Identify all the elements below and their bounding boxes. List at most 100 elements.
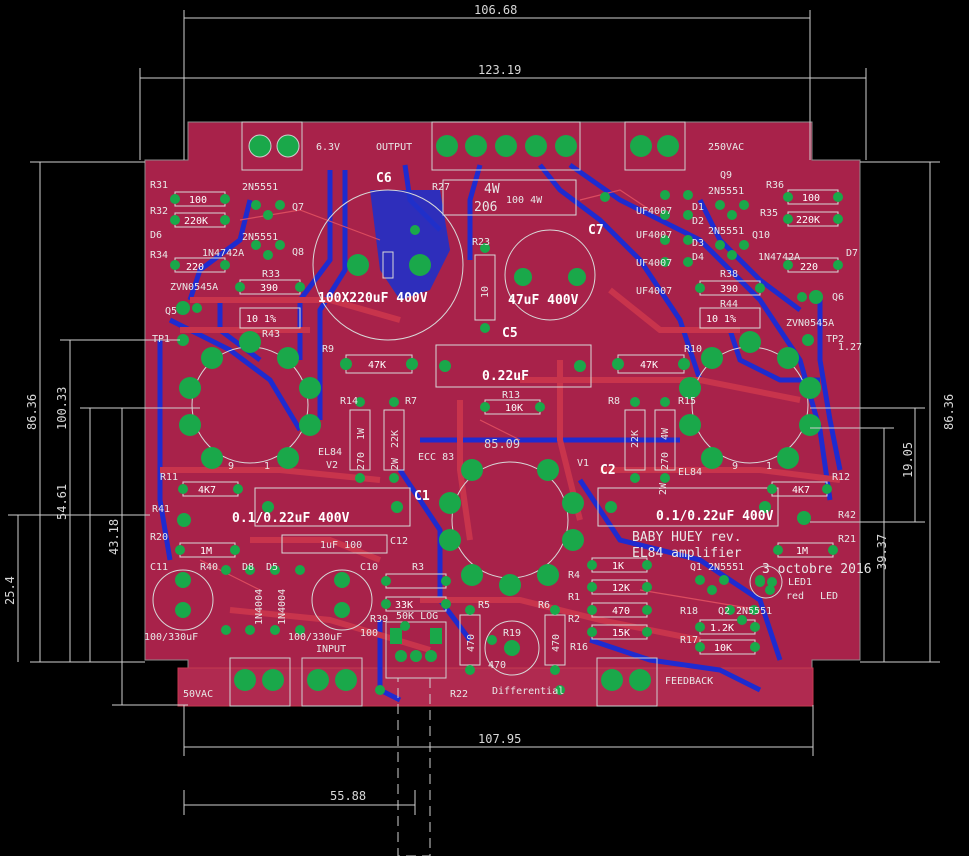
capacitor-c6[interactable] — [312, 189, 464, 341]
value-q6: ZVN0545A — [786, 318, 834, 329]
label-r18: R18 — [680, 606, 698, 617]
title-line1: BABY HUEY rev. — [632, 530, 742, 545]
value-r16: 15K — [612, 628, 630, 639]
label-r38: R38 — [720, 269, 738, 280]
value-r18: 1.2K — [710, 623, 734, 634]
value-q9: 2N5551 — [708, 186, 744, 197]
label-r7: R7 — [405, 396, 417, 407]
value-r6: 470 — [551, 634, 562, 652]
capacitor-c28[interactable] — [311, 569, 373, 631]
value-r1: 12K — [612, 583, 630, 594]
tube-socket-v2[interactable] — [179, 331, 321, 469]
label-r40: R40 — [200, 562, 218, 573]
label-c6: C6 — [376, 171, 392, 186]
label-r10: R10 — [684, 344, 702, 355]
label-c7: C7 — [588, 223, 604, 238]
connector-feedback[interactable] — [596, 657, 658, 707]
label-r33: R33 — [262, 269, 280, 280]
value-r27c: 100 4W — [506, 195, 543, 206]
label-r17: R17 — [680, 635, 698, 646]
title-date: 3 octobre 2016 — [762, 562, 872, 577]
label-input: INPUT — [316, 644, 346, 655]
label-r6: R6 — [538, 600, 550, 611]
trimpot-r19[interactable] — [484, 620, 540, 676]
dim-board-width: 123.19 — [478, 63, 521, 77]
value-r20: 1M — [200, 546, 212, 557]
label-r9: R9 — [322, 344, 334, 355]
label-r27: R27 — [432, 182, 450, 193]
value-r14b: 1W — [356, 427, 367, 440]
label-tp2: TP2 — [826, 334, 844, 345]
value-r19: 470 — [488, 660, 506, 671]
title-line2: EL84 amplifier — [632, 546, 742, 561]
label-r20: R20 — [150, 532, 168, 543]
value-r34: 220 — [186, 262, 204, 273]
bottom-strip — [177, 667, 814, 707]
label-r21: R21 — [838, 534, 856, 545]
value-c12: 1uF 100 — [320, 540, 362, 551]
connector-lv[interactable] — [229, 657, 291, 707]
value-q2: 2N5551 — [736, 606, 772, 617]
value-r7: 22K — [390, 430, 401, 448]
capacitor-c2[interactable] — [597, 487, 779, 527]
bottom-traces — [157, 162, 843, 703]
label-r23: R23 — [472, 237, 490, 248]
connector-hv[interactable] — [624, 121, 686, 171]
label-r22: R22 — [450, 689, 468, 700]
capacitor-c11[interactable] — [152, 569, 214, 631]
value-v1: EL84 — [678, 467, 702, 478]
value-r27b: 206 — [474, 200, 497, 215]
value-d8: 1N4004 — [254, 589, 265, 625]
label-r4: R4 — [568, 570, 580, 581]
potentiometer-volume[interactable] — [385, 621, 447, 856]
value-c7: 47uF 400V — [508, 293, 579, 308]
capacitor-c5[interactable] — [435, 344, 592, 388]
dim-center: 85.09 — [484, 437, 520, 451]
capacitor-c12[interactable] — [281, 534, 388, 554]
label-r11: R11 — [160, 472, 178, 483]
value-q10: 2N5551 — [708, 226, 744, 237]
label-q6: Q6 — [832, 292, 844, 303]
value-r38: 390 — [720, 284, 738, 295]
label-c2: C2 — [600, 463, 616, 478]
led-led1[interactable] — [749, 565, 783, 599]
tube-socket-v3[interactable] — [439, 459, 584, 596]
connector-input[interactable] — [301, 657, 363, 707]
value-r15b: 270 — [660, 452, 671, 470]
label-led1: LED1 — [788, 577, 812, 588]
label-d2: D2 — [692, 216, 704, 227]
connector-heater[interactable] — [241, 121, 303, 171]
value-r12: 4K7 — [792, 485, 810, 496]
value-c28: 100/330uF — [288, 632, 342, 643]
value-r10: 47K — [640, 360, 658, 371]
tube-socket-v1[interactable] — [679, 331, 821, 469]
small-pads — [170, 190, 843, 695]
label-r35: R35 — [760, 208, 778, 219]
value-r2: 470 — [612, 606, 630, 617]
dimension-lines — [8, 10, 940, 815]
label-d4: D4 — [692, 252, 704, 263]
label-r1: R1 — [568, 592, 580, 603]
value-d5: 1N4004 — [277, 589, 288, 625]
value-r39b: 50K LOG — [396, 611, 438, 622]
pin-9-v2: 9 — [228, 461, 234, 472]
thin-traces — [199, 189, 761, 611]
label-r41: R41 — [152, 504, 170, 515]
value-r21: 1M — [796, 546, 808, 557]
value-r31: 100 — [189, 195, 207, 206]
value-q7: 2N5551 — [242, 182, 278, 193]
capacitor-c1[interactable] — [254, 487, 411, 527]
connector-output[interactable] — [431, 121, 581, 171]
label-q10: Q10 — [752, 230, 770, 241]
label-output: OUTPUT — [376, 142, 412, 153]
value-r33: 390 — [260, 283, 278, 294]
value-r17: 10K — [714, 643, 732, 654]
value-d1: UF4007 — [636, 206, 672, 217]
component-labels: C6 100X220uF 400V C7 47uF 400V C5 0.22uF… — [144, 170, 858, 700]
capacitor-c7[interactable] — [504, 229, 596, 321]
dim-top-width: 106.68 — [474, 3, 517, 17]
label-hv: 250VAC — [708, 142, 744, 153]
value-r37: 220 — [800, 262, 818, 273]
label-tp1: TP1 — [152, 334, 170, 345]
